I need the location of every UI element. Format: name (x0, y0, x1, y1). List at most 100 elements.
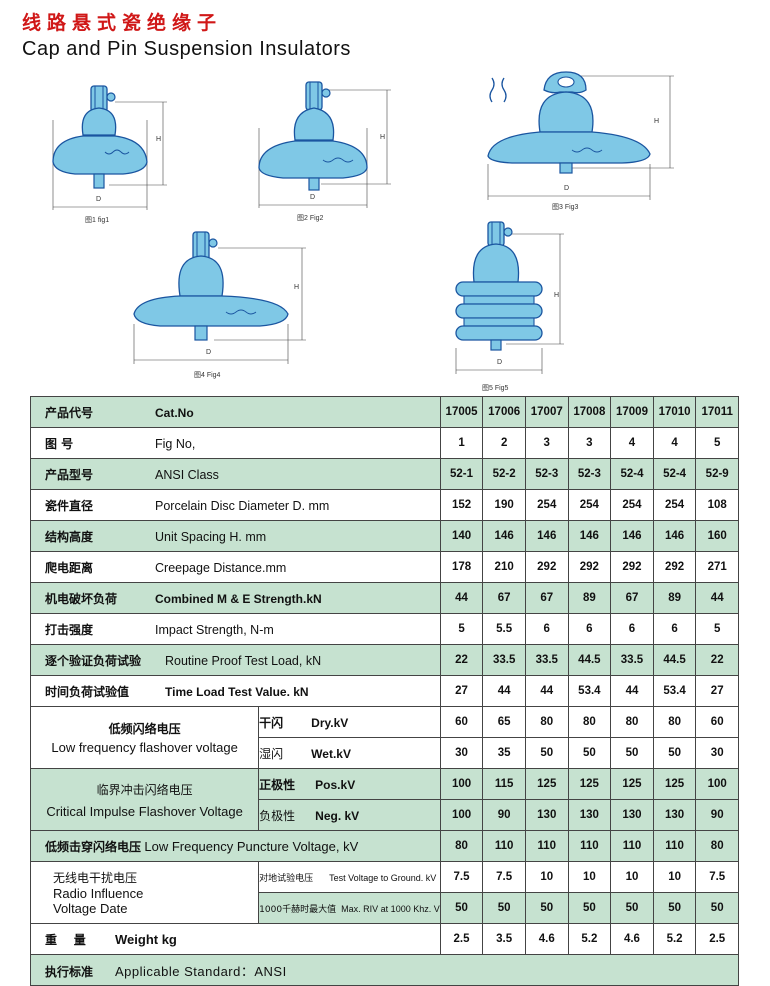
value-cell: 130 (524, 799, 569, 831)
value-cell: 22 (695, 644, 739, 676)
wet-en: Wet.kV (311, 746, 351, 761)
value-cell: 140 (439, 520, 484, 552)
value-cell: 100 (439, 799, 484, 831)
neg-en: Neg. kV (315, 808, 360, 823)
value-cell: 292 (610, 551, 654, 583)
value-cell: 30 (439, 737, 484, 769)
value-cell: 17006 (482, 396, 526, 428)
value-cell: 5 (439, 613, 484, 645)
creepage-cn: 爬电距离 (45, 560, 94, 575)
test-voltage-en: Test Voltage to Ground. kV (329, 872, 437, 883)
value-cell: 44 (439, 582, 484, 614)
value-cell: 50 (610, 737, 654, 769)
figure-3-h-label: H (654, 118, 660, 125)
value-cell: 53.4 (567, 675, 612, 707)
figure-2-caption: 图2 Fig2 (297, 215, 324, 222)
impulse-cn: 临界冲击闪络电压 (96, 782, 193, 797)
value-cell: 271 (695, 551, 739, 583)
value-cell: 80 (524, 706, 569, 738)
row-impulse-pos: 临界冲击闪络电压 Critical Impulse Flashover Volta… (29, 768, 739, 831)
value-cell: 2 (482, 427, 526, 459)
value-cell: 4 (610, 427, 654, 459)
figure-4-caption: 图4 Fig4 (194, 372, 221, 379)
value-cell: 4 (652, 427, 697, 459)
value-cell: 44 (482, 675, 526, 707)
figure-5-d-label: D (497, 359, 503, 366)
cat-no-en: Cat.No (155, 405, 194, 420)
figure-1-caption: 图1 fig1 (85, 217, 110, 224)
value-cell: 110 (524, 830, 569, 862)
value-cell: 52-9 (695, 458, 739, 490)
value-cell: 60 (695, 706, 739, 738)
value-cell: 130 (610, 799, 654, 831)
value-cell: 35 (482, 737, 526, 769)
value-cell: 67 (610, 582, 654, 614)
value-cell: 3 (567, 427, 612, 459)
value-cell: 125 (524, 768, 569, 800)
value-cell: 152 (439, 489, 484, 521)
value-cell: 5.5 (482, 613, 526, 645)
pos-cn: 正极性 (259, 777, 296, 792)
value-cell: 7.5 (482, 861, 526, 893)
value-cell: 146 (524, 520, 569, 552)
figure-2-h-label: H (380, 134, 386, 141)
value-cell: 52-4 (652, 458, 697, 490)
value-cell: 50 (567, 892, 612, 924)
value-cell: 5.2 (567, 923, 612, 955)
value-cell: 110 (482, 830, 526, 862)
value-cell: 52-2 (482, 458, 526, 490)
lowfreq-en: Low frequency flashover voltage (51, 740, 238, 755)
value-cell: 6 (567, 613, 612, 645)
figure-5-caption: 图5 Fig5 (482, 385, 509, 392)
value-cell: 130 (567, 799, 612, 831)
value-cell: 210 (482, 551, 526, 583)
weight-cn: 重 量 (45, 932, 86, 947)
impulse-en: Critical Impulse Flashover Voltage (46, 803, 243, 819)
value-cell: 52-4 (610, 458, 654, 490)
value-cell: 6 (652, 613, 697, 645)
page-title-en: Cap and Pin Suspension Insulators (22, 38, 351, 60)
me-strength-en: Combined M & E Strength.kN (155, 591, 322, 606)
value-cell: 100 (439, 768, 484, 800)
impact-strength-en: Impact Strength, N-m (155, 622, 274, 637)
value-cell: 292 (567, 551, 612, 583)
value-cell: 44.5 (567, 644, 612, 676)
figure-3-caption: 图3 Fig3 (552, 204, 579, 211)
value-cell: 10 (652, 861, 697, 893)
value-cell: 3.5 (482, 923, 526, 955)
value-cell: 292 (524, 551, 569, 583)
dry-en: Dry.kV (311, 715, 349, 730)
value-cell: 67 (524, 582, 569, 614)
value-cell: 44.5 (652, 644, 697, 676)
weight-en: Weight kg (115, 931, 177, 947)
value-cell: 89 (652, 582, 697, 614)
figure-3-d-label: D (564, 185, 570, 192)
value-cell: 50 (610, 892, 654, 924)
value-cell: 17011 (695, 396, 739, 428)
ansi-class-en: ANSI Class (155, 467, 219, 482)
value-cell: 90 (695, 799, 739, 831)
value-cell: 4.6 (524, 923, 569, 955)
puncture-en: Low Frequency Puncture Voltage, kV (144, 838, 359, 854)
value-cell: 5 (695, 613, 739, 645)
fig-no-en: Fig No, (155, 436, 196, 451)
value-cell: 80 (652, 706, 697, 738)
figure-2-d-label: D (310, 194, 316, 201)
value-cell: 6 (610, 613, 654, 645)
value-cell: 130 (652, 799, 697, 831)
routine-proof-cn: 逐个验证负荷试验 (45, 653, 142, 668)
time-load-en: Time Load Test Value. kN (165, 684, 309, 699)
dry-cn: 干闪 (259, 715, 284, 730)
value-cell: 254 (524, 489, 569, 521)
figure-4-h-label: H (294, 284, 300, 291)
value-cell: 146 (482, 520, 526, 552)
value-cell: 30 (695, 737, 739, 769)
value-cell: 60 (439, 706, 484, 738)
radio-en2: Voltage Date (53, 901, 128, 916)
